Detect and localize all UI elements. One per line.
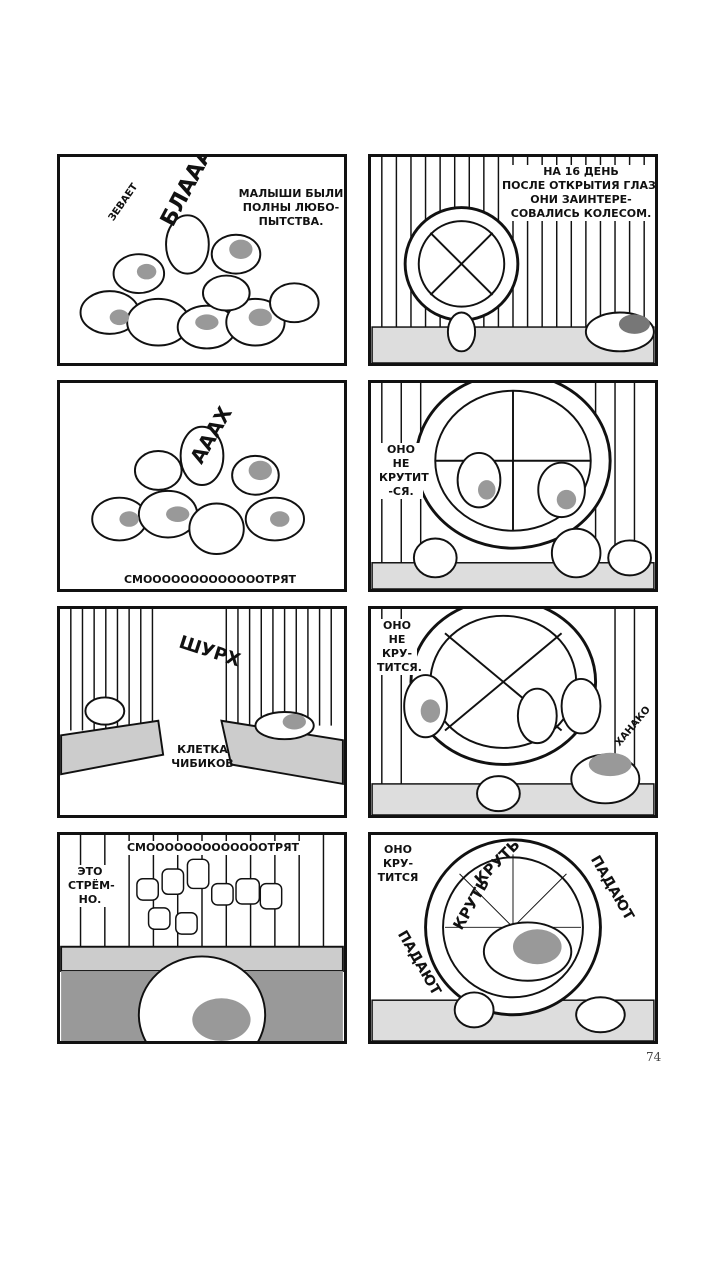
speech-bubble-text: ОНО НЕ КРУТИТ -СЯ. bbox=[379, 443, 429, 499]
cage-wheel-illustration bbox=[371, 157, 655, 363]
label-text: КЛЕТКА ЧИБИКОВ bbox=[171, 743, 234, 770]
wheel-hamsters-illustration bbox=[371, 383, 655, 589]
cages-illustration bbox=[60, 609, 344, 786]
comic-panel-5: ШУРХ КЛЕТКА ЧИБИКОВ bbox=[57, 606, 347, 818]
wheel-hamsters-illustration bbox=[371, 609, 655, 815]
page-number: 74 bbox=[646, 1050, 662, 1064]
hamster-pile-illustration bbox=[91, 425, 305, 555]
speech-bubble-text: ОНО НЕ КРУ- ТИТСЯ. bbox=[377, 619, 422, 675]
comic-panel-3: АААХ СМОООООООООООООТРЯТ bbox=[57, 380, 347, 592]
caption-text: СМОООООООООООООТРЯТ bbox=[118, 841, 308, 855]
crowd-hamsters-illustration bbox=[60, 835, 344, 1041]
spinning-wheel-illustration bbox=[371, 838, 655, 1041]
speech-bubble-text: ОНО КРУ- ТИТСЯ bbox=[377, 843, 419, 885]
comic-panel-7: СМОООООООООООООТРЯТ ЭТО СТРЁМ- НО. bbox=[57, 832, 347, 1044]
caption-text: СМОООООООООООООТРЯТ bbox=[123, 573, 297, 586]
comic-panel-6: ОНО НЕ КРУ- ТИТСЯ. ХАНАКО bbox=[368, 606, 658, 818]
comic-panel-2: НА 16 ДЕНЬ ПОСЛЕ ОТКРЫТИЯ ГЛАЗ, ОНИ ЗАИН… bbox=[368, 154, 658, 366]
comic-panel-4: ОНО НЕ КРУТИТ -СЯ. bbox=[368, 380, 658, 592]
narration-text: МАЛЫШИ БЫЛИ ПОЛНЫ ЛЮБО- ПЫТСТВА. bbox=[238, 187, 344, 228]
comic-panel-1: МАЛЫШИ БЫЛИ ПОЛНЫ ЛЮБО- ПЫТСТВА. БЛАААХ … bbox=[57, 154, 347, 366]
speech-bubble-text: ЭТО СТРЁМ- НО. bbox=[68, 865, 115, 907]
hamster-pile-illustration bbox=[79, 214, 320, 350]
narration-text: НА 16 ДЕНЬ ПОСЛЕ ОТКРЫТИЯ ГЛАЗ, ОНИ ЗАИН… bbox=[501, 165, 655, 221]
comic-panel-8: ОНО КРУ- ТИТСЯ КРУТЬ КРУТЬ ПАДАЮТ ПАДАЮТ bbox=[368, 832, 658, 1044]
